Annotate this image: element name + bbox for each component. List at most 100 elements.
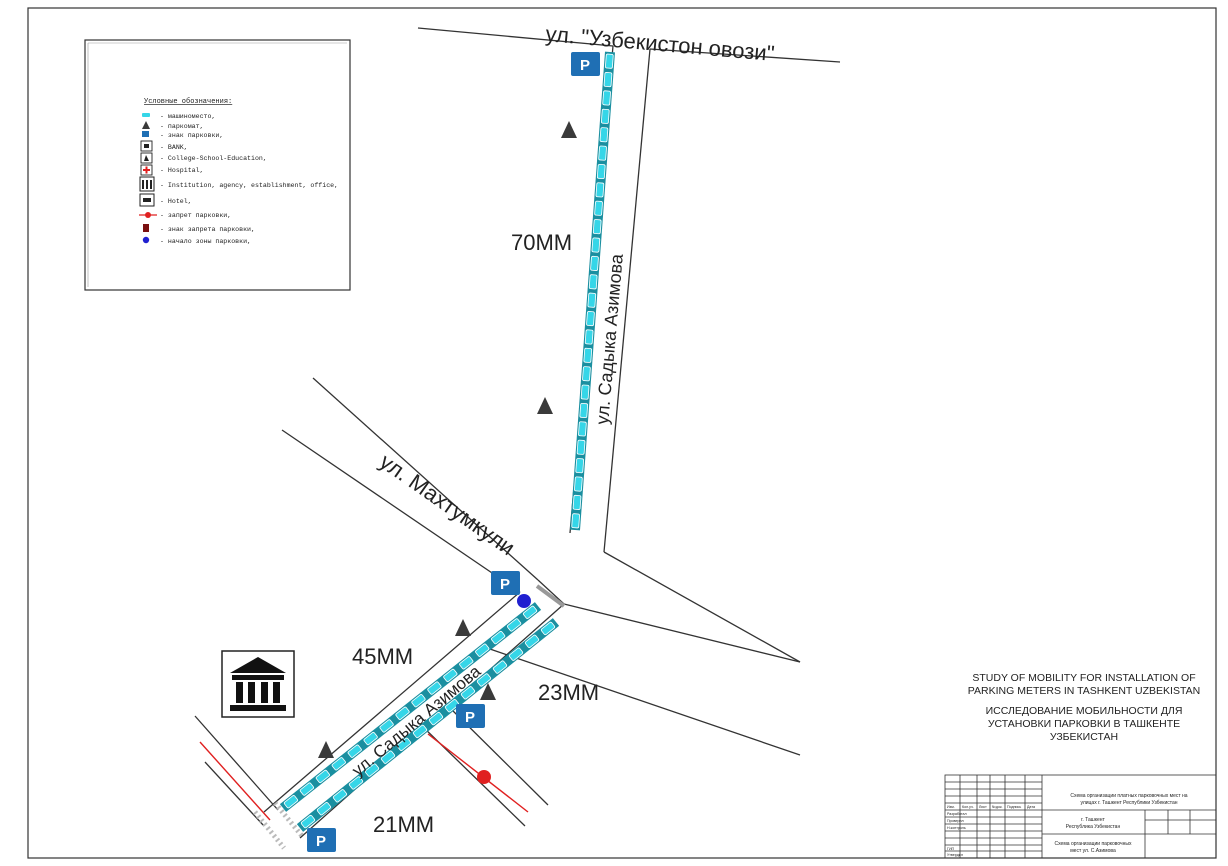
parking-space: [587, 292, 597, 308]
parking-space: [522, 605, 538, 619]
parking-space: [582, 366, 591, 382]
title-block-header: Кол.уч.: [962, 805, 974, 809]
parking-meter-icon: [537, 397, 553, 414]
parking-space: [299, 782, 314, 796]
parking-sign-icon: P: [456, 704, 485, 728]
project-title-ru-line: ИССЛЕДОВАНИЕ МОБИЛЬНОСТИ ДЛЯ: [986, 705, 1183, 717]
parking-space: [412, 724, 428, 739]
parking-space: [364, 763, 380, 777]
parking-space: [586, 311, 595, 327]
parking-meters: [318, 121, 577, 758]
legend-no-parking-sign-icon: [143, 224, 149, 232]
title-block-role: Утвердил: [947, 853, 963, 857]
parking-space: [379, 719, 394, 733]
legend-item-label: - Hotel,: [160, 198, 192, 205]
title-block: [944, 774, 1217, 859]
project-title-en-line: PARKING METERS IN TASHKENT UZBEKISTAN: [968, 685, 1200, 697]
parking-space: [491, 630, 506, 645]
parking-space: [540, 621, 556, 636]
legend-item-label: - паркомат,: [160, 123, 204, 130]
svg-text:P: P: [500, 576, 510, 593]
parking-space: [507, 618, 522, 632]
parking-space: [283, 795, 299, 809]
parking-space: [444, 699, 460, 713]
parking-space: [395, 706, 410, 720]
parking-sign-icon: P: [571, 52, 600, 76]
parking-space: [332, 789, 348, 803]
parking-meter-icon: [480, 683, 496, 700]
legend-title: Условные обозначения:: [144, 97, 232, 106]
parking-space: [315, 769, 330, 784]
parking-space: [411, 694, 426, 708]
legend-parking-sign-icon: [142, 131, 149, 137]
parking-space: [572, 494, 582, 510]
legend-item-label: - начало зоны парковки,: [160, 238, 251, 245]
parking-space: [603, 72, 613, 88]
parking-spaces-lower-bottom-row: [296, 618, 560, 832]
title-block-role: ГИП: [947, 847, 955, 851]
parking-space: [475, 643, 490, 657]
parking-space: [602, 90, 611, 106]
title-block-role: Разработал: [947, 812, 967, 816]
parking-space: [584, 329, 594, 345]
parking-space: [380, 750, 396, 764]
parking-spaces-lower-upper-row: [279, 602, 542, 812]
project-title-ru-line: УСТАНОВКИ ПАРКОВКИ В ТАШКЕНТЕ: [988, 718, 1180, 730]
parking-space: [316, 802, 332, 816]
parking-space: [492, 660, 508, 674]
legend-meter-icon: [142, 121, 150, 129]
parking-meter-icon: [455, 619, 471, 636]
title-block-main-title: улицах г. Ташкент Республики Узбекистан: [1080, 800, 1177, 806]
parking-space: [578, 421, 587, 437]
title-block-location: Республика Узбекистан: [1066, 824, 1121, 830]
parking-space: [576, 439, 586, 455]
legend-item-label: - Institution, agency, establishment, of…: [160, 182, 338, 189]
bank-building-icon: [221, 650, 295, 718]
title-block-header: Подпись: [1007, 805, 1021, 809]
parking-space: [508, 647, 524, 661]
title-block-header: Лист: [979, 805, 987, 809]
measurement-23: 23ММ: [538, 680, 599, 705]
parking-sign-icon: P: [491, 571, 520, 595]
title-block-main-title: Схема организации платных парковочных ме…: [1070, 793, 1187, 799]
crosswalks: [253, 801, 304, 850]
title-block-role: Проверил: [947, 819, 964, 823]
legend-item-label: - Hospital,: [160, 167, 204, 174]
parking-space: [596, 163, 606, 180]
zone-start-point-icon: [517, 594, 531, 608]
parking-space: [591, 237, 601, 253]
title-block-text: Изм. Кол.уч. Лист №док. Подпись Дата Раз…: [947, 793, 1188, 857]
parking-meter-icon: [561, 121, 577, 138]
no-parking-lines: [199, 733, 529, 821]
curb-segment: [535, 584, 566, 608]
svg-text:P: P: [580, 57, 590, 74]
title-block-header: Изм.: [947, 805, 955, 809]
parking-space: [595, 182, 605, 198]
legend-item-label: - College-School-Education,: [160, 155, 267, 162]
parking-space: [594, 200, 603, 216]
parking-space: [592, 219, 602, 235]
measurement-21: 21ММ: [373, 812, 434, 837]
parking-spaces-vertical: [570, 51, 615, 531]
parking-space: [579, 402, 589, 419]
parking-space: [599, 127, 609, 143]
parking-space: [598, 145, 607, 161]
legend-item-label: - BANK,: [160, 144, 188, 151]
title-block-sheet-title: Схема организации парковочных: [1055, 841, 1132, 847]
parking-sign-icon: P: [307, 828, 336, 852]
parking-space: [571, 513, 580, 529]
parking-space: [443, 668, 458, 683]
parking-space: [459, 656, 474, 670]
legend-item-label: - знак парковки,: [160, 132, 223, 139]
svg-text:P: P: [465, 709, 475, 726]
parking-space: [588, 274, 598, 290]
legend-frame: [84, 39, 351, 291]
legend-item-label: - запрет парковки,: [160, 212, 231, 219]
svg-text:P: P: [316, 833, 326, 850]
parking-space: [583, 347, 593, 363]
legend-zone-point-icon: [142, 236, 150, 244]
parking-meter-icon: [318, 741, 334, 758]
parking-space: [580, 384, 590, 400]
parking-space: [300, 814, 316, 829]
